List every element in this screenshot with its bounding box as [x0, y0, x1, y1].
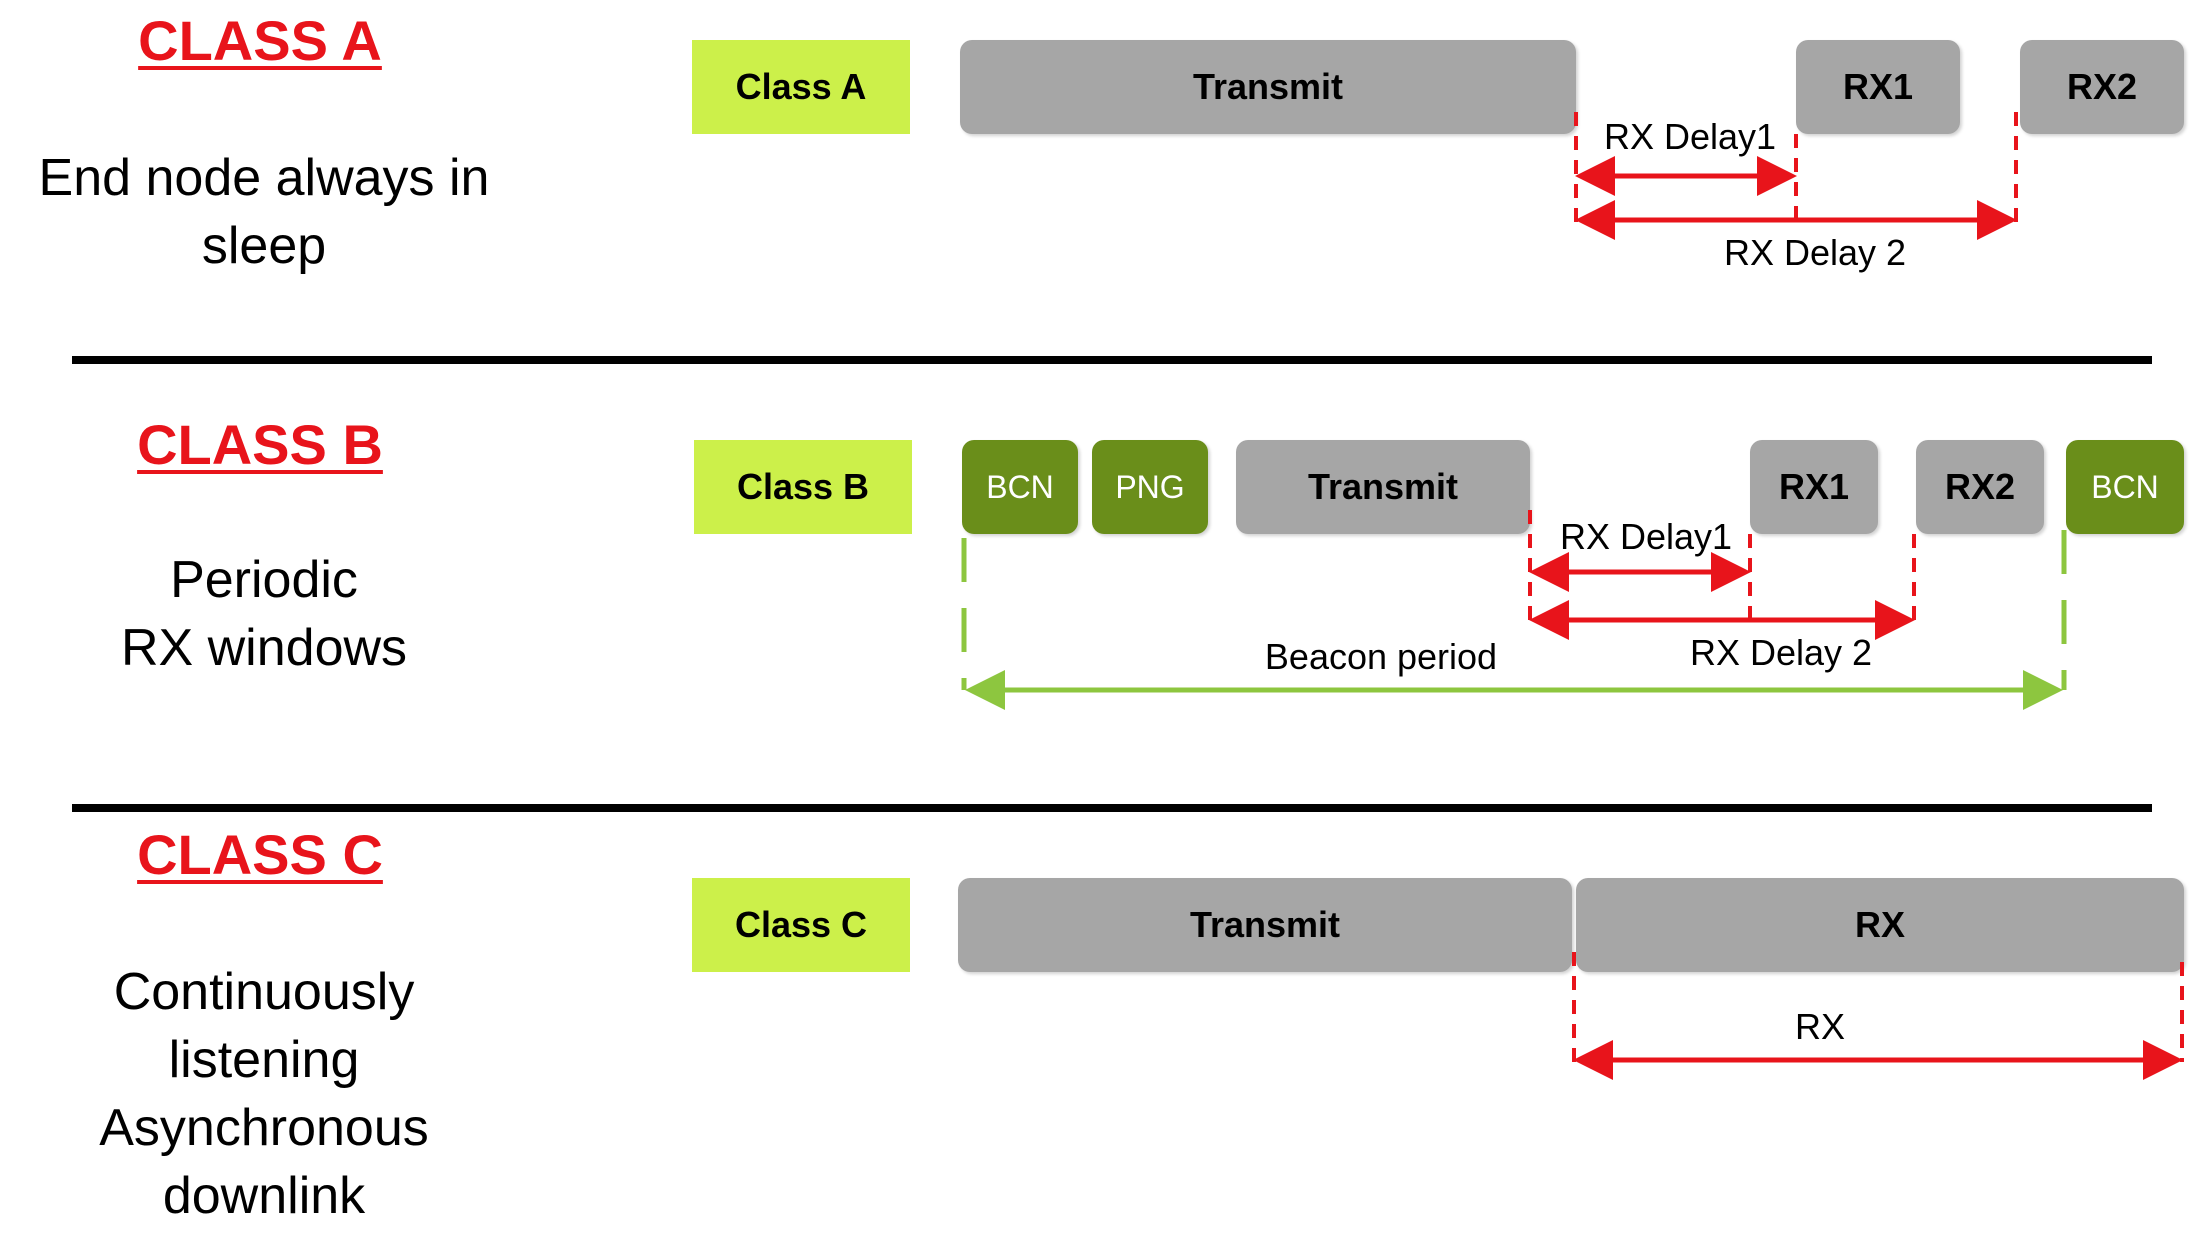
class-b-rx-delay1-label: RX Delay1 [1559, 516, 1733, 557]
divider-a-b [72, 356, 2152, 364]
class-a-rx2-block: RX2 [2020, 40, 2184, 134]
class-c-description-line: Asynchronous [99, 1099, 429, 1157]
class-b-rx1-block: RX1 [1750, 440, 1878, 534]
class-b-rx2-block: RX2 [1916, 440, 2044, 534]
class-a-transmit-block: Transmit [960, 40, 1576, 134]
class-a-heading: CLASS A [138, 9, 382, 72]
class-b-description: Periodic RX windows [4, 546, 524, 682]
class-a-description-line: sleep [201, 217, 327, 275]
class-b-png-block: PNG [1092, 440, 1208, 534]
class-b-bcn-block: BCN [962, 440, 1078, 534]
class-a-description-line: End node always in [38, 149, 490, 207]
class-b-description-line: Periodic [170, 551, 358, 609]
class-c-description-line: listening [168, 1031, 360, 1089]
class-b-label: Class B [694, 440, 912, 534]
class-b-heading: CLASS B [137, 413, 383, 476]
class-b-transmit-block: Transmit [1236, 440, 1530, 534]
divider-b-c [72, 804, 2152, 812]
class-b-description-line: RX windows [120, 619, 408, 677]
class-a-rx1-block: RX1 [1796, 40, 1960, 134]
class-c-transmit-block: Transmit [958, 878, 1572, 972]
class-b-bcn-end-block: BCN [2066, 440, 2184, 534]
class-c-description: Continuously listening Asynchronous down… [4, 958, 524, 1230]
class-c-description-line: downlink [162, 1167, 366, 1225]
class-c-label: Class C [692, 878, 910, 972]
class-c-description-line: Continuously [113, 963, 415, 1021]
class-a-rx-delay1-label: RX Delay1 [1603, 116, 1777, 157]
class-a-label: Class A [692, 40, 910, 134]
class-a-description: End node always in sleep [4, 144, 524, 280]
class-c-rx-block: RX [1576, 878, 2184, 972]
class-c-heading: CLASS C [137, 823, 383, 886]
